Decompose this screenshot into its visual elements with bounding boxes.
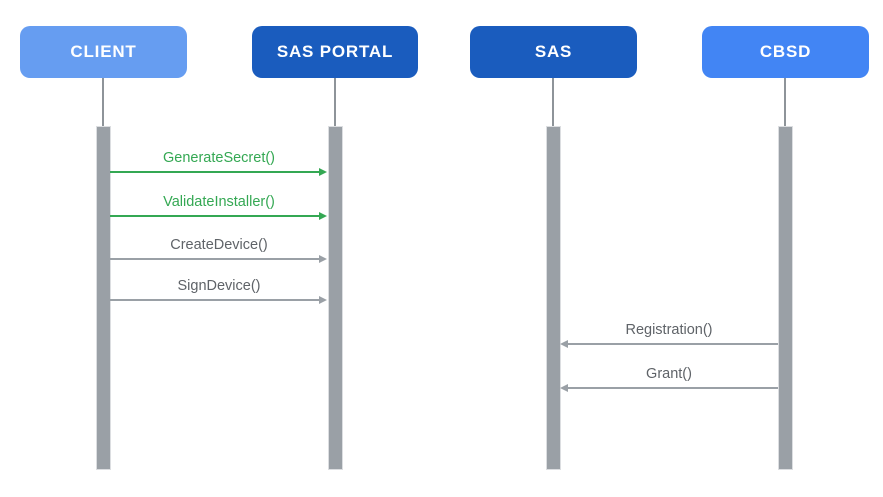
message-line: [110, 215, 320, 217]
sas-activation-bar: [546, 126, 561, 470]
actor-box-sas: SAS: [470, 26, 637, 78]
arrowhead-left-icon: [560, 383, 568, 392]
message-label-grant: Grant(): [646, 366, 692, 382]
message-line: [568, 387, 778, 389]
actor-box-sas-portal: SAS PORTAL: [252, 26, 418, 78]
actor-label-client: CLIENT: [70, 42, 137, 61]
message-label-create-device: CreateDevice(): [170, 237, 268, 253]
message-label-registration: Registration(): [625, 322, 713, 338]
message-line: [110, 258, 320, 260]
message-label-validate-installer: ValidateInstaller(): [163, 194, 275, 210]
arrowhead-right-icon: [319, 167, 327, 176]
arrowhead-right-icon: [319, 254, 327, 263]
arrowhead-left-icon: [560, 339, 568, 348]
actor-label-sas-portal: SAS PORTAL: [276, 42, 394, 61]
client-activation-bar: [96, 126, 111, 470]
message-line: [110, 171, 320, 173]
message-line: [110, 299, 320, 301]
actor-label-cbsd: CBSD: [759, 42, 812, 61]
actor-box-cbsd: CBSD: [702, 26, 869, 78]
message-label-sign-device: SignDevice(): [177, 278, 261, 294]
message-label-generate-secret: GenerateSecret(): [162, 150, 276, 166]
actor-box-client: CLIENT: [20, 26, 187, 78]
sas-portal-activation-bar: [327, 126, 343, 470]
cbsd-activation-bar: [778, 126, 793, 470]
message-line: [568, 343, 778, 345]
arrowhead-right-icon: [319, 295, 327, 304]
arrowhead-right-icon: [319, 211, 327, 220]
actor-label-sas: SAS: [534, 42, 573, 61]
